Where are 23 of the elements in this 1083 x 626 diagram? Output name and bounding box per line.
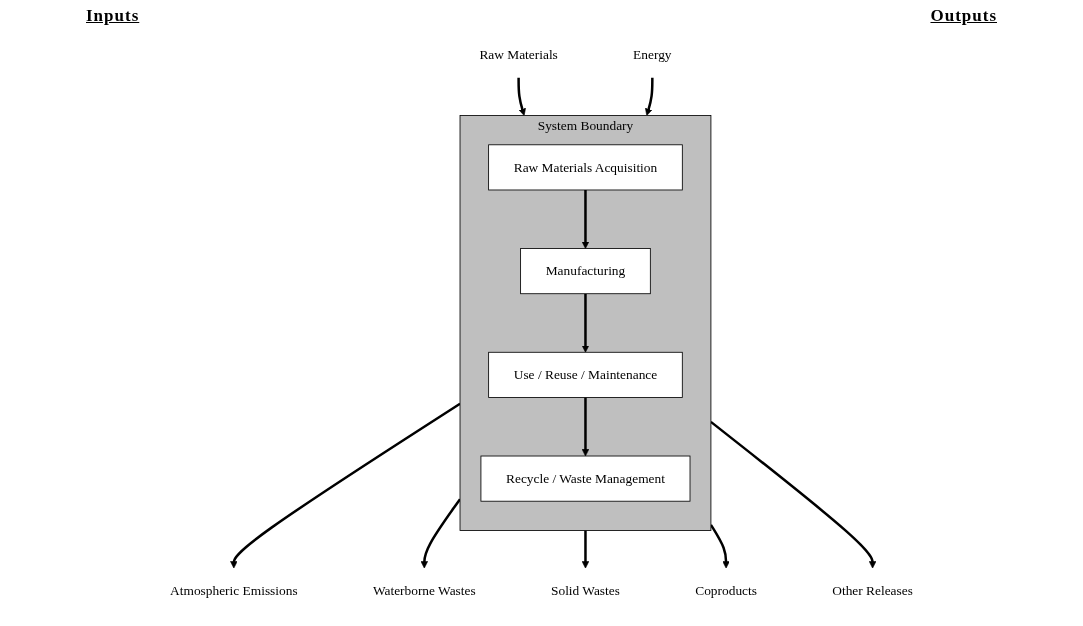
arrow bbox=[645, 77, 654, 116]
arrow bbox=[581, 530, 590, 569]
node-box: Recycle / Waste Management bbox=[480, 455, 691, 502]
node-box: Use / Reuse / Maintenance bbox=[488, 351, 683, 398]
arrow bbox=[420, 498, 462, 569]
arrow bbox=[230, 402, 461, 569]
node-box: Manufacturing bbox=[520, 248, 651, 295]
column-heading: Inputs bbox=[86, 6, 140, 26]
arrow bbox=[581, 397, 590, 457]
node-text: Atmospheric Emissions bbox=[170, 583, 298, 598]
arrow bbox=[581, 190, 590, 249]
arrow bbox=[709, 524, 730, 569]
node-text: Raw Materials bbox=[479, 47, 558, 62]
arrow bbox=[710, 420, 877, 569]
arrow bbox=[581, 293, 590, 353]
node-text: Coproducts bbox=[695, 583, 757, 598]
node-text: Waterborne Wastes bbox=[372, 583, 476, 598]
node-box: Raw Materials Acquisition bbox=[488, 144, 683, 191]
node-text: Solid Wastes bbox=[550, 583, 620, 598]
arrow bbox=[517, 77, 526, 116]
node-text: Other Releases bbox=[832, 583, 913, 598]
node-text: Energy bbox=[633, 47, 672, 62]
column-heading: Outputs bbox=[930, 6, 997, 26]
